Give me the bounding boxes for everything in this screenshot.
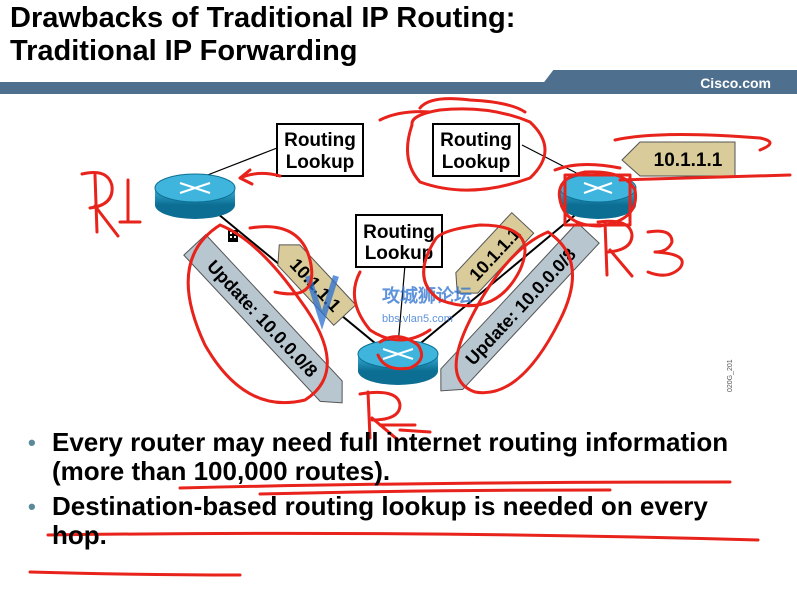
r2-handwritten-label [358,390,432,442]
bullet-text: Every router may need full internet rout… [52,427,729,486]
bullet-item: • Every router may need full internet ro… [28,428,768,486]
router-arrows-icon [382,348,414,360]
lookup-line-2: Lookup [442,152,511,173]
bullet-dot-icon: • [28,494,36,519]
r3-lookup-scribble [378,97,527,122]
watermark-url: bbs.vlan5.com [382,313,453,325]
r1-handwritten-label [80,171,142,238]
r3-handwritten-label [596,219,684,278]
router-arrows-icon [179,182,211,194]
bullet2-underline [46,531,760,542]
routing-lookup-box-r2: Routing Lookup [355,214,443,268]
r2-packet-circle [422,223,527,308]
leader-r2-lookup [397,264,406,346]
routing-lookup-box-r1: Routing Lookup [276,123,364,177]
bullet2-underline-2 [28,570,242,577]
lookup-line-2: Lookup [365,243,434,264]
r3-router-box [563,173,632,227]
lookup-line-1: Routing [284,130,356,151]
bullet-list: • Every router may need full internet ro… [28,428,768,556]
r2-lookup-circle [352,270,432,342]
router-r2[interactable] [357,339,439,385]
router-r1[interactable] [154,173,236,219]
bullet1-underline-2 [258,488,612,496]
title-line-1: Drawbacks of Traditional IP Routing: [10,2,516,34]
router-arrows-icon [583,182,613,194]
title-line-2: Traditional IP Forwarding [10,35,358,67]
r2-update-ellipse [454,230,574,395]
r1-update-ellipse [186,223,329,405]
figure-code: 020G_201 [727,359,734,392]
leader-r1-lookup [204,147,278,177]
lookup-line-1: Routing [440,130,512,151]
packet-tag-r3: 10.1.1.1 [621,141,736,177]
r3-lookup-circle [406,107,547,192]
arrow-to-r1 [238,168,282,186]
bullet-dot-icon: • [28,430,36,455]
header-banner-tab [535,70,797,94]
r1-packet-circle [248,225,314,296]
r3-packet-bracket [553,162,622,172]
packet-label: 10.1.1.1 [654,150,723,171]
r3-packet-underline [613,132,792,182]
brand-link[interactable]: Cisco.com [700,75,771,91]
r3-router-circle [557,170,638,228]
router-r3[interactable] [559,173,637,219]
r2-router-circle [376,335,424,371]
lookup-line-1: Routing [363,222,435,243]
page-title: Drawbacks of Traditional IP Routing: Tra… [10,2,515,68]
bullet-item: • Destination-based routing lookup is ne… [28,492,768,550]
lookup-line-2: Lookup [286,152,355,173]
hand-annotations [28,97,792,577]
routing-lookup-box-r3: Routing Lookup [432,123,520,177]
bullet-text: Destination-based routing lookup is need… [52,491,708,550]
bullet1-underline [178,480,732,490]
